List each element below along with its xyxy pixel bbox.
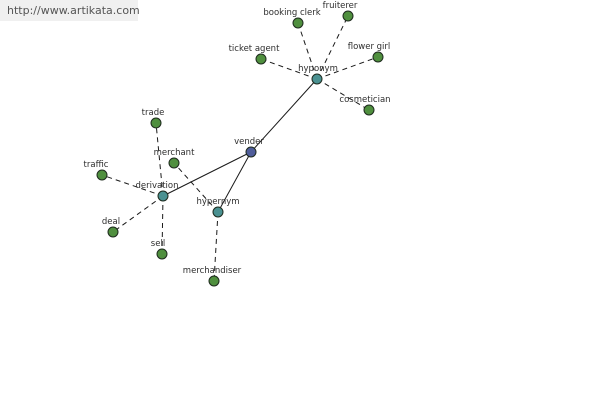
- edge-hyponym-ticket-agent: [260, 58, 318, 80]
- node-label-booking-clerk[interactable]: booking clerk: [263, 8, 320, 18]
- edge-derivation-trade: [155, 122, 164, 197]
- node-hyponym[interactable]: [311, 73, 323, 85]
- node-label-cosmetician[interactable]: cosmetician: [339, 95, 390, 105]
- edge-derivation-deal: [112, 195, 164, 233]
- node-label-derivation[interactable]: derivation: [135, 181, 178, 191]
- node-label-ticket-agent[interactable]: ticket agent: [229, 44, 280, 54]
- edge-vender-derivation: [162, 151, 252, 197]
- edge-hyponym-flower-girl: [316, 56, 379, 80]
- node-cosmetician[interactable]: [363, 104, 375, 116]
- node-ticket-agent[interactable]: [255, 53, 267, 65]
- edge-hyponym-cosmetician: [316, 78, 370, 111]
- edges-layer: [101, 15, 379, 282]
- node-hypernym[interactable]: [212, 206, 224, 218]
- node-label-fruiterer[interactable]: fruiterer: [323, 1, 358, 11]
- node-merchant[interactable]: [168, 157, 180, 169]
- node-label-traffic[interactable]: traffic: [84, 160, 109, 170]
- node-trade[interactable]: [150, 117, 162, 129]
- node-sell[interactable]: [156, 248, 168, 260]
- node-deal[interactable]: [107, 226, 119, 238]
- node-fruiterer[interactable]: [342, 10, 354, 22]
- node-flower-girl[interactable]: [372, 51, 384, 63]
- node-label-vender[interactable]: vender: [234, 137, 264, 147]
- labels-layer: vender hyponym derivation hypernym booking c…: [84, 1, 391, 276]
- node-merchandiser[interactable]: [208, 275, 220, 287]
- node-traffic[interactable]: [96, 169, 108, 181]
- edge-hypernym-merchandiser: [213, 211, 219, 282]
- node-label-flower-girl[interactable]: flower girl: [348, 42, 391, 52]
- edge-derivation-sell: [161, 195, 164, 255]
- node-label-hyponym[interactable]: hyponym: [298, 64, 338, 74]
- node-label-sell[interactable]: sell: [151, 239, 165, 249]
- node-label-merchandiser[interactable]: merchandiser: [183, 266, 242, 276]
- edge-hypernym-merchant: [173, 162, 219, 213]
- node-label-deal[interactable]: deal: [102, 217, 120, 227]
- edge-vender-hyponym: [250, 78, 318, 153]
- node-derivation[interactable]: [157, 190, 169, 202]
- edge-hyponym-fruiterer: [316, 15, 349, 80]
- node-vender[interactable]: [245, 146, 257, 158]
- node-label-hypernym[interactable]: hypernym: [196, 197, 239, 207]
- edge-vender-hypernym: [217, 151, 252, 213]
- node-booking-clerk[interactable]: [292, 17, 304, 29]
- node-label-merchant[interactable]: merchant: [154, 148, 195, 158]
- edge-derivation-traffic: [101, 174, 164, 197]
- site-url-banner[interactable]: http://www.artikata.com: [0, 0, 140, 21]
- nodes-layer: [96, 10, 384, 287]
- node-label-trade[interactable]: trade: [142, 108, 165, 118]
- edge-hyponym-booking-clerk: [297, 22, 318, 80]
